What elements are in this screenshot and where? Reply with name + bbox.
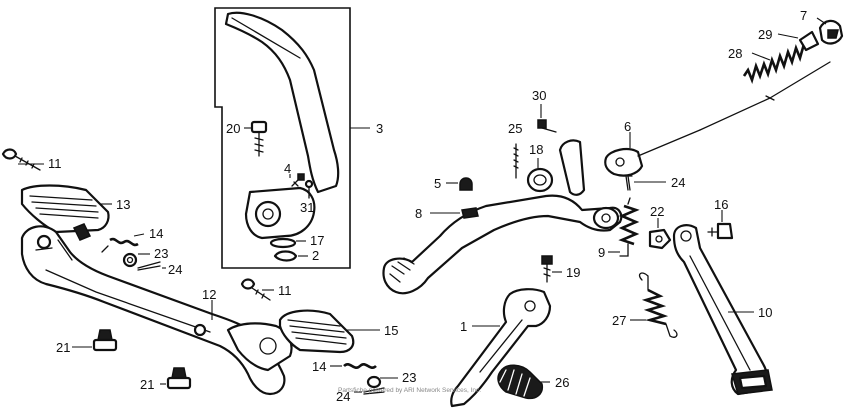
brake-rod	[699, 61, 831, 131]
pin-31[interactable]	[304, 179, 314, 199]
callout-1: 1	[460, 319, 467, 334]
cotter-pin-24-bottom[interactable]	[363, 387, 385, 395]
callout-17: 17	[310, 233, 324, 248]
washer-23-right[interactable]	[366, 375, 382, 389]
callout-28: 28	[728, 46, 742, 61]
callout-26: 26	[555, 375, 569, 390]
spring-14-left[interactable]	[101, 237, 139, 253]
pin-25[interactable]	[513, 143, 519, 179]
bolt-19[interactable]	[541, 255, 553, 283]
callout-7: 7	[800, 8, 807, 23]
callout-16: 16	[714, 197, 728, 212]
brake-arm-6[interactable]	[604, 129, 701, 177]
washer-17[interactable]	[269, 237, 297, 249]
cotter-pin-24-left[interactable]	[137, 261, 161, 271]
callout-8: 8	[415, 206, 422, 221]
callout-15: 15	[384, 323, 398, 338]
cotter-pin-24-right[interactable]	[623, 175, 633, 191]
bolt-30[interactable]	[537, 119, 557, 133]
kick-starter-group-frame	[214, 7, 351, 269]
side-stand-10[interactable]	[672, 224, 773, 396]
callout-11-upper: 11	[48, 156, 62, 171]
footpeg-bar-12[interactable]	[20, 225, 293, 396]
callout-29: 29	[758, 27, 772, 42]
pedal-rubber-26[interactable]	[497, 364, 544, 400]
callout-24-bottom: 24	[336, 389, 350, 404]
bolt-21-lower[interactable]	[166, 367, 192, 390]
brake-pedal-8[interactable]	[382, 139, 623, 295]
callout-23-left: 23	[154, 246, 168, 261]
callout-6: 6	[624, 119, 631, 134]
bolt-16[interactable]	[707, 222, 734, 240]
callout-22: 22	[650, 204, 664, 219]
spring-14-right[interactable]	[343, 363, 377, 369]
circlip-2[interactable]	[273, 250, 298, 262]
callout-13: 13	[116, 197, 130, 212]
bolt-21-upper[interactable]	[92, 329, 118, 352]
footpeg-15[interactable]	[278, 309, 355, 354]
callout-3: 3	[376, 121, 383, 136]
callout-10: 10	[758, 305, 772, 320]
pedal-1[interactable]	[450, 288, 552, 408]
bolt-20[interactable]	[250, 120, 268, 157]
callout-14-left: 14	[149, 226, 163, 241]
joint-29[interactable]	[798, 30, 820, 52]
callout-31: 31	[300, 200, 314, 215]
nut-22[interactable]	[648, 228, 672, 250]
spring-27[interactable]	[638, 272, 678, 338]
footpeg-13[interactable]	[20, 184, 110, 241]
spring-9[interactable]	[618, 197, 640, 257]
watermark-text: Partsfiche powered by ARI Network Servic…	[338, 387, 481, 394]
callout-24-left: 24	[168, 262, 182, 277]
kick-starter-arm[interactable]	[224, 11, 340, 240]
cap-5[interactable]	[459, 177, 473, 191]
seal-18[interactable]	[526, 167, 554, 193]
callout-12: 12	[202, 287, 216, 302]
callout-18: 18	[529, 142, 543, 157]
callout-24-right: 24	[671, 175, 685, 190]
wing-nut-7[interactable]	[818, 19, 844, 45]
callout-4: 4	[284, 161, 291, 176]
callout-21-lower: 21	[140, 377, 154, 392]
callout-19: 19	[566, 265, 580, 280]
callout-2: 2	[312, 248, 319, 263]
callout-20: 20	[226, 121, 240, 136]
spring-28[interactable]	[742, 43, 806, 85]
callout-14-right: 14	[312, 359, 326, 374]
callout-27: 27	[612, 313, 626, 328]
bolt-11-lower[interactable]	[240, 278, 271, 301]
callout-30: 30	[532, 88, 546, 103]
callout-23-right: 23	[402, 370, 416, 385]
washer-23-left[interactable]	[122, 252, 138, 268]
callout-21-upper: 21	[56, 340, 70, 355]
callout-25: 25	[508, 121, 522, 136]
callout-5: 5	[434, 176, 441, 191]
callout-9: 9	[598, 245, 605, 260]
callout-11-lower: 11	[278, 283, 292, 298]
bolt-4[interactable]	[291, 173, 305, 187]
bolt-11-upper[interactable]	[1, 148, 41, 171]
